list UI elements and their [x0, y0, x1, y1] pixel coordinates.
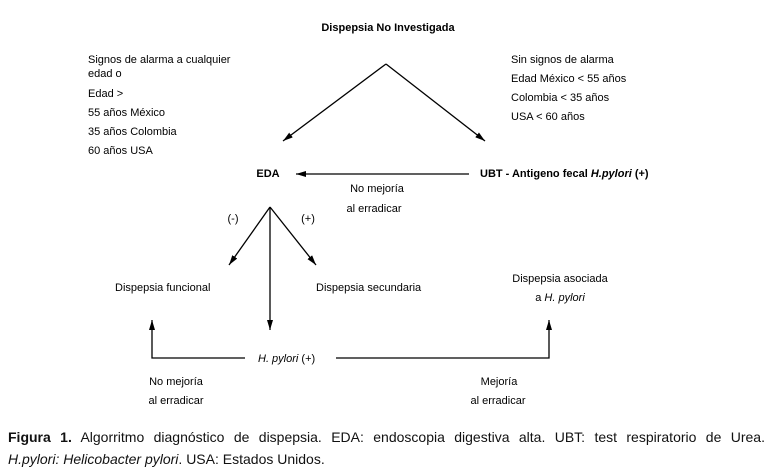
alarm-signs-line: Signos de alarma a cualquier [88, 54, 231, 66]
caption-line-2-rest: . USA: Estados Unidos. [178, 451, 325, 467]
ubt-organism: H.pylori [591, 168, 633, 180]
caption-line-2: H.pylori: Helicobacter pylori. USA: Esta… [8, 448, 765, 470]
caption-abbreviation-full: Helicobacter pylori [59, 451, 179, 467]
hp-associated-lead: a [535, 292, 544, 304]
ubt-result: (+) [632, 168, 649, 180]
hpylori-organism: H. pylori [258, 353, 299, 365]
figure-caption: Figura 1. Algorritmo diagnóstico de disp… [8, 426, 765, 470]
no-alarm-signs-line: Sin signos de alarma [511, 54, 615, 66]
hpylori-positive-node: H. pylori (+) [258, 353, 315, 365]
ubt-to-eda-label-line: al erradicar [346, 203, 401, 215]
outcome-hp-associated-line1: Dispepsia asociada [512, 273, 608, 285]
alarm-signs-line: edad o [88, 68, 122, 80]
right-feedback-label-line: Mejoría [481, 376, 519, 388]
arrow-eda-to-functional [228, 206, 271, 266]
ubt-node: UBT - Antigeno fecal H.pylori (+) [480, 168, 649, 180]
alarm-signs-line: 55 años México [88, 107, 165, 119]
left-feedback-label-line: No mejoría [149, 376, 204, 388]
ubt-to-eda-label-line: No mejoría [350, 183, 405, 195]
no-alarm-signs-block: Sin signos de alarma Edad México < 55 añ… [511, 54, 627, 123]
eda-positive-label: (+) [301, 213, 315, 225]
figure-label: Figura 1. [8, 429, 72, 445]
no-alarm-signs-line: Colombia < 35 años [511, 92, 610, 104]
arrow-eda-to-secondary [269, 206, 317, 266]
caption-line-1: Figura 1. Algorritmo diagnóstico de disp… [8, 426, 765, 448]
alarm-signs-block: Signos de alarma a cualquier edad o Edad… [88, 54, 231, 157]
diagram-title: Dispepsia No Investigada [321, 22, 455, 34]
no-alarm-signs-line: Edad México < 55 años [511, 73, 627, 85]
left-feedback-label-line: al erradicar [148, 395, 203, 407]
outcome-secondary-dyspepsia: Dispepsia secundaria [316, 282, 422, 294]
no-alarm-signs-line: USA < 60 años [511, 111, 585, 123]
caption-description: Algorritmo diagnóstico de dispepsia. EDA… [71, 429, 765, 445]
arrow-to-ubt [385, 63, 486, 142]
alarm-signs-line: Edad > [88, 88, 123, 100]
eda-node: EDA [256, 168, 279, 180]
hpylori-result: (+) [298, 353, 315, 365]
caption-abbreviation: H.pylori: [8, 451, 60, 467]
alarm-signs-line: 60 años USA [88, 145, 153, 157]
alarm-signs-line: 35 años Colombia [88, 126, 178, 138]
ubt-lead: UBT - Antigeno fecal [480, 168, 591, 180]
arrow-to-eda [282, 63, 387, 142]
eda-negative-label: (-) [228, 213, 239, 225]
arrow-hpylori-to-functional [149, 320, 245, 359]
arrow-hpylori-to-hp-associated [336, 320, 552, 359]
outcome-functional-dyspepsia: Dispepsia funcional [115, 282, 210, 294]
outcome-hp-associated-line2: a H. pylori [535, 292, 585, 304]
right-feedback-label-line: al erradicar [470, 395, 525, 407]
hp-associated-organism: H. pylori [544, 292, 585, 304]
dyspepsia-algorithm-diagram: Dispepsia No Investigada Signos de alarm… [88, 22, 649, 407]
